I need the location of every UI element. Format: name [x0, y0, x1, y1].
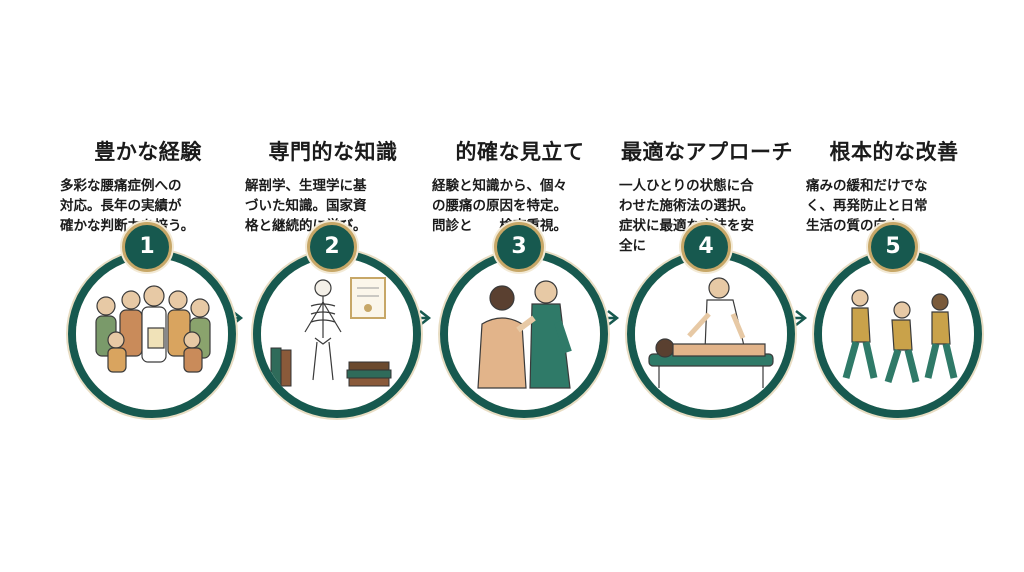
step-4: 最適なアプローチ 一人ひとりの状態に合 わせた施術法の選択。 症状に最適な方法を… — [607, 0, 807, 572]
step-1: 豊かな経験 多彩な腰痛症例への 対応。長年の実績が 確かな判断力を培う。 — [48, 0, 248, 572]
step-title: 最適なアプローチ — [621, 140, 793, 164]
skeleton-books-certificate-icon — [253, 250, 421, 418]
step-title: 根本的な改善 — [829, 140, 959, 164]
step-number-badge: 5 — [868, 222, 918, 272]
step-5: 根本的な改善 痛みの緩和だけでな く、再発防止と日常 生活の質の向上。 5 — [794, 0, 994, 572]
step-description: 多彩な腰痛症例への 対応。長年の実績が 確かな判断力を培う。 — [60, 178, 195, 234]
step-title: 専門的な知識 — [268, 140, 398, 164]
step-3: 的確な見立て 経験と知識から、個々 の腰痛の原因を特定。 問診と 検査重視。 3 — [420, 0, 620, 572]
treatment-massage-icon — [627, 250, 795, 418]
step-number-badge: 4 — [681, 222, 731, 272]
family-patients-icon — [68, 250, 236, 418]
back-examination-icon — [440, 250, 608, 418]
step-description: 解剖学、生理学に基 づいた知識。国家資 格と継続的に学び。 — [245, 178, 367, 234]
step-number-badge: 2 — [307, 222, 357, 272]
step-number-badge: 3 — [494, 222, 544, 272]
step-title: 豊かな経験 — [94, 140, 202, 164]
walking-people-icon — [814, 250, 982, 418]
step-title: 的確な見立て — [455, 140, 585, 164]
step-number-badge: 1 — [122, 222, 172, 272]
step-2: 専門的な知識 解剖学、生理学に基 づいた知識。国家資 格と継続的に学び。 — [233, 0, 433, 572]
